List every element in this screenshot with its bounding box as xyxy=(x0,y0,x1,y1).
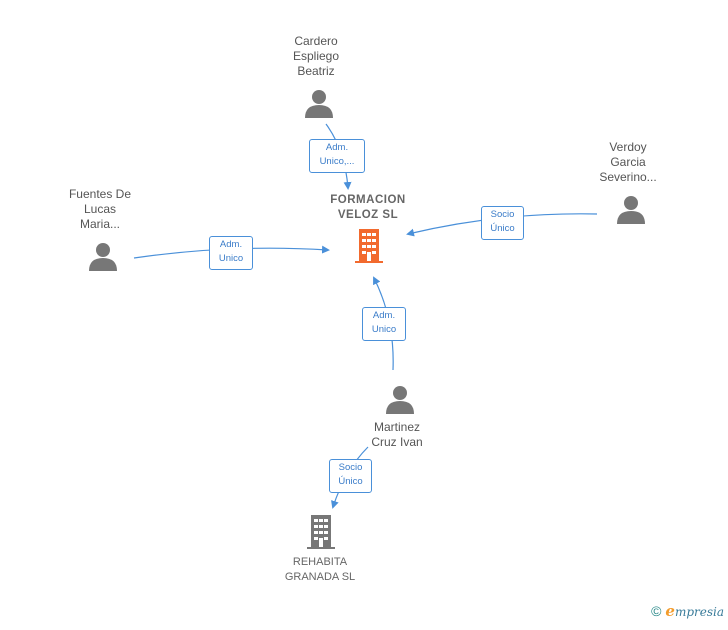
relation-label-martinez[interactable]: Adm. Unico xyxy=(362,307,406,341)
person-name-martinez: Martinez Cruz Ivan xyxy=(371,420,423,449)
copyright-symbol: © xyxy=(651,603,662,619)
empresia-logo-e: e xyxy=(665,602,675,620)
relation-label-verdoy[interactable]: Socio Único xyxy=(481,206,524,240)
center-company-name: FORMACION VELOZ SL xyxy=(330,194,406,221)
empresia-watermark: ©empresia xyxy=(651,602,724,620)
person-name-cardero: Cardero Espliego Beatriz xyxy=(292,34,340,78)
relation-label-cardero[interactable]: Adm. Unico,... xyxy=(309,139,365,173)
relation-label-rehabita[interactable]: Socio Único xyxy=(329,459,372,493)
person-icon-cardero[interactable] xyxy=(304,88,334,118)
building-icon-rehabita[interactable] xyxy=(305,514,337,550)
person-icon-fuentes[interactable] xyxy=(88,241,118,271)
company-name-rehabita: REHABITA GRANADA SL xyxy=(284,556,356,583)
person-name-fuentes: Fuentes De Lucas Maria... xyxy=(68,187,132,231)
person-name-verdoy: Verdoy Garcia Severino... xyxy=(599,140,657,184)
person-icon-verdoy[interactable] xyxy=(616,194,646,224)
building-icon-center[interactable] xyxy=(353,228,385,264)
relation-label-fuentes[interactable]: Adm. Unico xyxy=(209,236,253,270)
empresia-logo-text: mpresia xyxy=(674,605,724,619)
person-icon-martinez[interactable] xyxy=(385,384,415,414)
